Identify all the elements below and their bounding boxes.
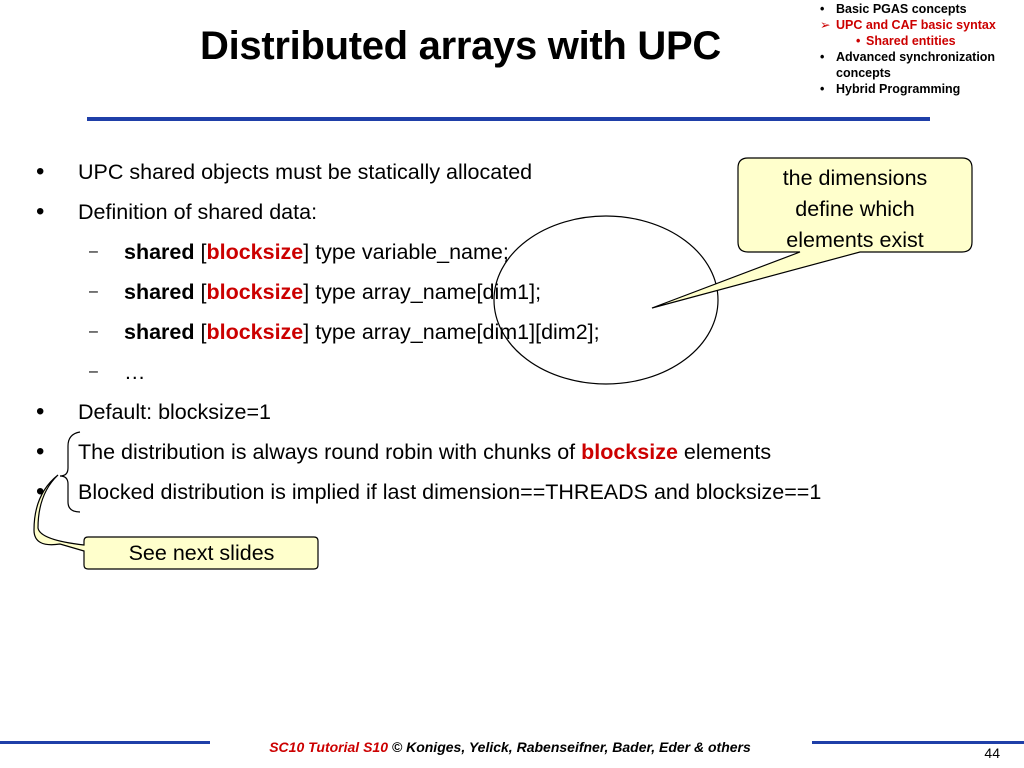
nav-item-label: Basic PGAS concepts [836, 2, 967, 16]
dash-icon: – [89, 323, 98, 340]
bullet-text: Definition of shared data: [78, 200, 318, 224]
bullet-item: • UPC shared objects must be statically … [36, 152, 736, 192]
bullet-icon: • [820, 2, 825, 16]
bullet-list-lower: • Default: blocksize=1 • The distributio… [36, 392, 996, 512]
bullet-icon: • [820, 50, 825, 64]
footer-rule-right [812, 741, 1024, 744]
sub-bullet-item: – shared [blocksize] type array_name[dim… [36, 272, 736, 312]
footer-rule-left [0, 741, 210, 744]
dash-icon: – [89, 363, 98, 380]
bullet-item: • Definition of shared data: [36, 192, 736, 232]
bullet-text: Default: blocksize=1 [78, 400, 272, 424]
bracket-open: [ [194, 280, 207, 304]
keyword-shared: shared [124, 320, 195, 344]
bullet-icon: • [820, 82, 825, 96]
keyword-blocksize: blocksize [206, 240, 304, 264]
nav-item-label: Hybrid Programming [836, 82, 961, 96]
nav-item-upc-caf-syntax[interactable]: ➢ UPC and CAF basic syntax [814, 17, 1024, 33]
nav-item-hybrid-programming[interactable]: • Hybrid Programming [814, 81, 1024, 97]
ellipsis-text: … [124, 360, 146, 384]
bullet-dot-icon: • [36, 198, 45, 225]
keyword-blocksize: blocksize [206, 320, 304, 344]
callout-line: the dimensions [782, 166, 928, 190]
bracket-open: [ [194, 320, 207, 344]
bullet-item: • Default: blocksize=1 [36, 392, 996, 432]
callout-line: elements exist [786, 228, 924, 252]
left-brace [59, 431, 81, 513]
dimensions-callout-shape [651, 157, 973, 309]
declaration-rest: ] type array_name[dim1]; [303, 280, 542, 304]
declaration-rest: ] type array_name[dim1][dim2]; [303, 320, 600, 344]
declaration-rest: ] type variable_name; [303, 240, 509, 264]
bullet-icon: • [856, 34, 861, 48]
nav-item-label: UPC and CAF basic syntax [836, 18, 996, 32]
sub-bullet-item: – shared [blocksize] type variable_name; [36, 232, 736, 272]
bullet-item: • Blocked distribution is implied if las… [36, 472, 996, 512]
dimensions-callout: the dimensions define which elements exi… [738, 158, 972, 252]
bracket-open: [ [194, 240, 207, 264]
outline-nav: • Basic PGAS concepts ➢ UPC and CAF basi… [814, 1, 1024, 97]
bullet-dot-icon: • [36, 438, 45, 465]
arrow-bullet-icon: ➢ [820, 18, 831, 32]
keyword-shared: shared [124, 240, 195, 264]
keyword-shared: shared [124, 280, 195, 304]
keyword-blocksize: blocksize [206, 280, 304, 304]
bullet-item: • The distribution is always round robin… [36, 432, 996, 472]
note-callout-shape [33, 474, 319, 570]
dash-icon: – [89, 243, 98, 260]
nav-item-basic-pgas[interactable]: • Basic PGAS concepts [814, 1, 1024, 17]
page-number: 44 [984, 745, 1000, 761]
keyword-blocksize: blocksize [581, 440, 678, 464]
nav-item-shared-entities[interactable]: • Shared entities [814, 33, 1024, 49]
bullet-text: Blocked distribution is implied if last … [78, 480, 822, 504]
nav-item-advanced-sync[interactable]: • Advanced synchronization concepts [814, 49, 1024, 81]
footer-authors: © Koniges, Yelick, Rabenseifner, Bader, … [388, 739, 751, 755]
see-next-slides-note: See next slides [128, 541, 275, 565]
footer-brand: SC10 Tutorial S10 [269, 739, 388, 755]
dimension-highlight-ellipse [493, 215, 719, 385]
title-rule [87, 117, 930, 121]
bullet-dot-icon: • [36, 398, 45, 425]
page-title: Distributed arrays with UPC [200, 24, 721, 68]
bullet-text: UPC shared objects must be statically al… [78, 160, 533, 184]
callout-line: define which [795, 197, 915, 221]
nav-item-label: Advanced synchronization concepts [836, 50, 996, 80]
footer-credits: SC10 Tutorial S10 © Koniges, Yelick, Rab… [200, 739, 820, 755]
bullet-text: elements [677, 440, 772, 464]
dash-icon: – [89, 283, 98, 300]
sub-bullet-item: – shared [blocksize] type array_name[dim… [36, 312, 736, 352]
bullet-list-upper: • UPC shared objects must be statically … [36, 152, 736, 392]
bullet-dot-icon: • [36, 478, 45, 505]
nav-item-label: Shared entities [866, 34, 956, 48]
bullet-text: The distribution is always round robin w… [78, 440, 582, 464]
sub-bullet-item: – … [36, 352, 736, 392]
bullet-dot-icon: • [36, 158, 45, 185]
